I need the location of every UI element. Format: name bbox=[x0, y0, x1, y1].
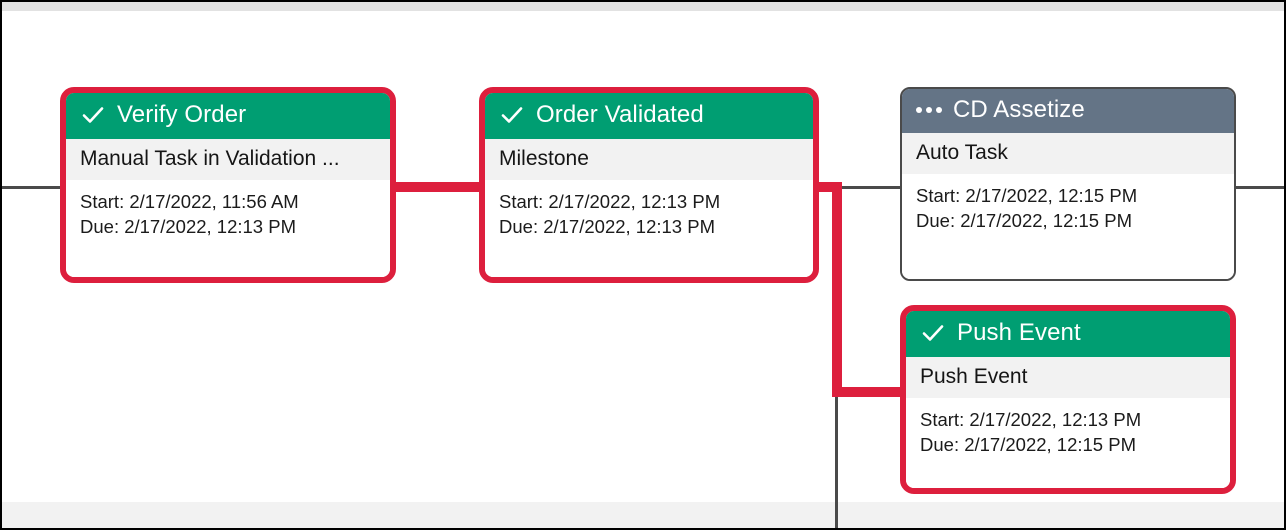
node-due-label: Due: 2/17/2022, 12:15 PM bbox=[920, 434, 1136, 455]
node-body: Start: 2/17/2022, 12:15 PM Due: 2/17/202… bbox=[902, 174, 1234, 279]
node-cd-assetize[interactable]: CD Assetize Auto Task Start: 2/17/2022, … bbox=[900, 87, 1236, 281]
node-subtitle: Milestone bbox=[485, 139, 813, 180]
node-title: Push Event bbox=[957, 319, 1081, 346]
check-icon bbox=[922, 325, 944, 341]
node-body: Start: 2/17/2022, 12:13 PM Due: 2/17/202… bbox=[485, 180, 813, 277]
node-push-event[interactable]: Push Event Push Event Start: 2/17/2022, … bbox=[900, 305, 1236, 494]
node-start-label: Start: 2/17/2022, 12:13 PM bbox=[499, 191, 721, 212]
node-due-label: Due: 2/17/2022, 12:15 PM bbox=[916, 210, 1132, 231]
node-header-cd-assetize: CD Assetize bbox=[902, 89, 1234, 133]
edge-grey-left-entry bbox=[2, 186, 62, 189]
node-title: CD Assetize bbox=[953, 96, 1085, 123]
check-icon bbox=[82, 107, 104, 123]
node-start-label: Start: 2/17/2022, 11:56 AM bbox=[80, 191, 299, 212]
node-verify-order[interactable]: Verify Order Manual Task in Validation .… bbox=[60, 87, 396, 283]
node-subtitle: Auto Task bbox=[902, 133, 1234, 174]
node-order-validated[interactable]: Order Validated Milestone Start: 2/17/20… bbox=[479, 87, 819, 283]
node-subtitle: Manual Task in Validation ... bbox=[66, 139, 390, 180]
ellipsis-icon bbox=[916, 97, 942, 123]
node-body: Start: 2/17/2022, 11:56 AM Due: 2/17/202… bbox=[66, 180, 390, 277]
edge-grey-right-exit bbox=[1234, 186, 1284, 189]
edge-red-vertical-to-push bbox=[832, 182, 842, 397]
check-icon bbox=[501, 107, 523, 123]
node-body: Start: 2/17/2022, 12:13 PM Due: 2/17/202… bbox=[906, 398, 1230, 488]
top-chrome-band bbox=[2, 2, 1284, 11]
node-header-verify-order: Verify Order bbox=[66, 93, 390, 139]
node-subtitle: Push Event bbox=[906, 357, 1230, 398]
edge-red-into-push-event bbox=[832, 387, 912, 397]
node-due-label: Due: 2/17/2022, 12:13 PM bbox=[80, 216, 296, 237]
node-start-label: Start: 2/17/2022, 12:15 PM bbox=[916, 185, 1138, 206]
edge-red-verify-to-validated bbox=[390, 182, 485, 192]
edge-red-validated-right-stub bbox=[813, 182, 842, 192]
node-title: Order Validated bbox=[536, 101, 704, 128]
node-title: Verify Order bbox=[117, 101, 247, 128]
node-start-label: Start: 2/17/2022, 12:13 PM bbox=[920, 409, 1142, 430]
bottom-chrome-band bbox=[2, 502, 1284, 528]
node-header-order-validated: Order Validated bbox=[485, 93, 813, 139]
node-due-label: Due: 2/17/2022, 12:13 PM bbox=[499, 216, 715, 237]
edge-grey-vertical-drop bbox=[835, 396, 838, 528]
node-header-push-event: Push Event bbox=[906, 311, 1230, 357]
edge-grey-spine-middle bbox=[835, 186, 902, 189]
